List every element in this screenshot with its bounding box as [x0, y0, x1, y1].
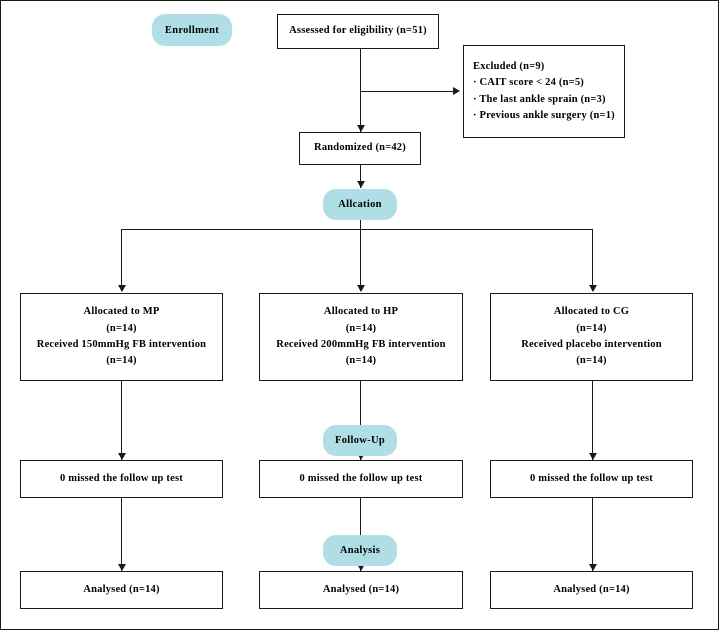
excluded-reason-2: · The last ankle sprain (n=3): [473, 93, 606, 105]
analysis-box-cg: Analysed (n=14): [490, 571, 693, 609]
allocation-hp-line-1: Allocated to HP: [323, 306, 399, 318]
connector-group-1-to-followup: [121, 381, 122, 460]
analysis-hp-label: Analysed (n=14): [322, 583, 400, 595]
followup-box-mp: 0 missed the follow up test: [20, 460, 223, 498]
arrowhead-followup-1-to-analysis: [118, 564, 126, 571]
arrowhead-to-excluded: [453, 87, 460, 95]
allocation-box-cg: Allocated to CG (n=14) Received placebo …: [490, 293, 693, 381]
stage-badge-allocation: Allcation: [323, 189, 397, 220]
allocation-hp-line-4: (n=14): [345, 355, 377, 367]
followup-box-cg: 0 missed the follow up test: [490, 460, 693, 498]
connector-group-3-to-followup: [592, 381, 593, 460]
stage-badge-follow-up: Follow-Up: [323, 425, 397, 456]
connector-allocation-stem: [360, 220, 361, 230]
stage-badge-analysis-label: Analysis: [339, 545, 381, 556]
connector-allocation-to-group-3: [592, 229, 593, 291]
allocation-box-hp: Allocated to HP (n=14) Received 200mmHg …: [259, 293, 463, 381]
connector-allocation-to-group-2: [360, 229, 361, 291]
allocation-hp-line-2: (n=14): [345, 322, 377, 334]
connector-allocation-to-group-1: [121, 229, 122, 291]
excluded-box: Excluded (n=9) · CAIT score < 24 (n=5) ·…: [463, 45, 625, 138]
allocation-cg-line-4: (n=14): [576, 355, 607, 367]
stage-badge-enrollment-label: Enrollment: [164, 24, 220, 36]
connector-assessed-to-randomized: [360, 49, 361, 132]
analysis-box-hp: Analysed (n=14): [259, 571, 463, 609]
connector-group-2-to-followup: [360, 381, 361, 460]
analysis-cg-label: Analysed (n=14): [553, 583, 630, 595]
assessed-for-eligibility-box: Assessed for eligibility (n=51): [277, 14, 439, 49]
connector-to-excluded: [360, 91, 456, 92]
assessed-for-eligibility-label: Assessed for eligibility (n=51): [289, 25, 427, 37]
allocation-mp-line-3: Received 150mmHg FB intervention: [36, 339, 207, 350]
analysis-mp-label: Analysed (n=14): [83, 583, 160, 595]
allocation-cg-line-1: Allocated to CG: [553, 306, 630, 318]
connector-followup-1-to-analysis: [121, 498, 122, 571]
arrowhead-followup-2-to-analysis: [357, 564, 365, 571]
excluded-heading: Excluded (n=9): [473, 60, 545, 72]
stage-badge-enrollment: Enrollment: [152, 14, 232, 46]
arrowhead-allocation-to-group-1: [118, 285, 126, 292]
followup-cg-label: 0 missed the follow up test: [530, 472, 653, 484]
arrowhead-assessed-to-randomized: [357, 125, 365, 132]
excluded-reason-1: · CAIT score < 24 (n=5): [473, 77, 584, 89]
stage-badge-allocation-label: Allcation: [338, 199, 382, 210]
arrowhead-group-1-to-followup: [118, 453, 126, 460]
stage-badge-analysis: Analysis: [323, 535, 397, 566]
arrowhead-followup-3-to-analysis: [589, 564, 597, 571]
connector-followup-2-to-analysis: [360, 498, 361, 571]
allocation-mp-line-4: (n=14): [106, 355, 137, 367]
followup-hp-label: 0 missed the follow up test: [299, 472, 423, 484]
arrowhead-group-2-to-followup: [357, 453, 365, 460]
allocation-box-mp: Allocated to MP (n=14) Received 150mmHg …: [20, 293, 223, 381]
randomized-box: Randomized (n=42): [299, 132, 421, 165]
arrowhead-group-3-to-followup: [589, 453, 597, 460]
allocation-cg-line-3: Received placebo intervention: [521, 339, 662, 350]
connector-followup-3-to-analysis: [592, 498, 593, 571]
followup-mp-label: 0 missed the follow up test: [60, 472, 183, 484]
arrowhead-allocation-to-group-2: [357, 285, 365, 292]
allocation-hp-line-3: Received 200mmHg FB intervention: [276, 339, 446, 350]
allocation-mp-line-1: Allocated to MP: [83, 306, 160, 318]
randomized-label: Randomized (n=42): [314, 142, 406, 154]
allocation-mp-line-2: (n=14): [106, 322, 137, 334]
followup-box-hp: 0 missed the follow up test: [259, 460, 463, 498]
stage-badge-follow-up-label: Follow-Up: [335, 435, 385, 446]
allocation-cg-line-2: (n=14): [576, 322, 607, 334]
analysis-box-mp: Analysed (n=14): [20, 571, 223, 609]
connector-allocation-bus: [121, 229, 593, 230]
excluded-reason-3: · Previous ankle surgery (n=1): [473, 109, 615, 121]
arrowhead-allocation-to-group-3: [589, 285, 597, 292]
arrowhead-randomized-to-allocation: [357, 181, 365, 188]
connector-randomized-to-allocation: [360, 165, 361, 188]
